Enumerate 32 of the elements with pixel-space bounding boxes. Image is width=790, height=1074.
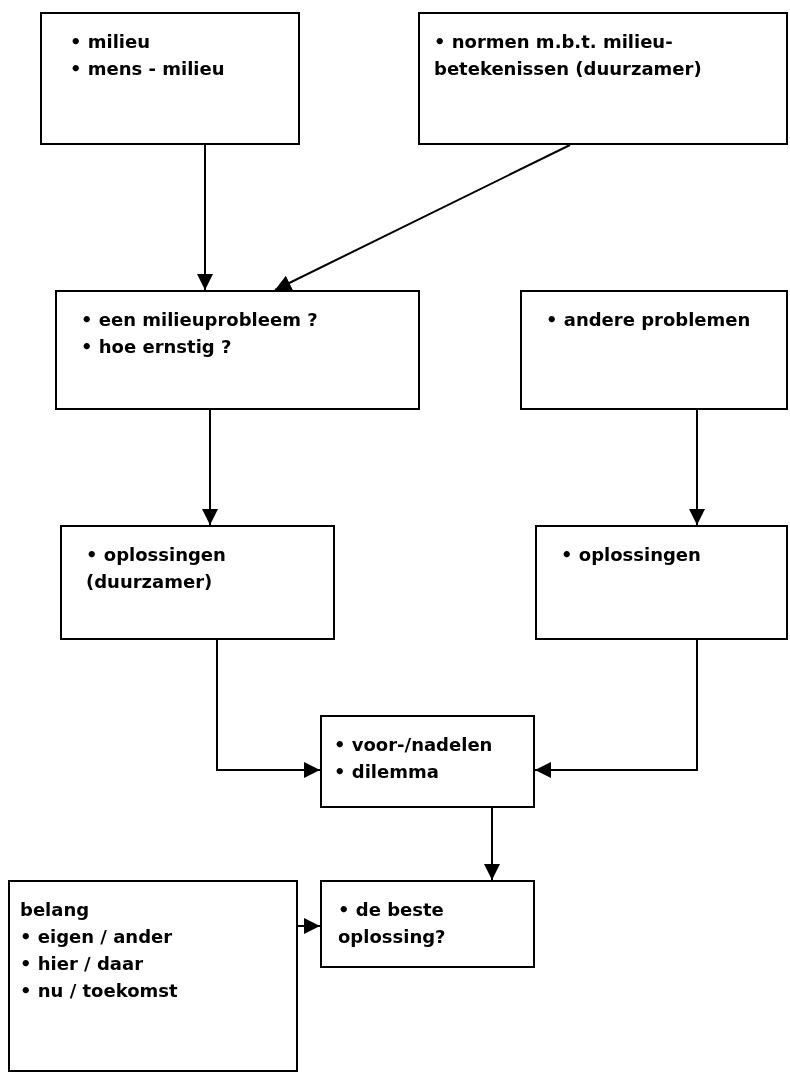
flow-box [60,525,335,640]
flow-box [320,715,535,808]
flow-box [418,12,788,145]
box-text: • normen m.b.t. milieu-betekenissen (duurzamer) [434,30,703,81]
box-text: • eigen / ander [20,925,174,949]
arrow [197,144,213,291]
box-text: • mens - milieu [70,57,226,81]
box-text: • oplossingen [561,543,702,567]
arrow [216,639,321,778]
flow-box [8,880,298,1072]
box-text: • voor-/nadelen [334,733,494,757]
flow-box [520,290,788,410]
arrow [297,918,321,934]
box-text: • oplossingen (duurzamer) [86,543,227,594]
arrow [689,409,705,526]
box-text: • andere problemen [546,308,752,332]
arrow [484,807,500,881]
flow-box [40,12,300,145]
box-text: • nu / toekomst [20,979,179,1003]
box-text: • milieu [70,30,152,54]
box-text: • de beste oplossing? [338,898,447,949]
arrow [202,409,218,526]
flow-box [320,880,535,968]
arrow [534,639,698,778]
box-text: • dilemma [334,760,440,784]
box-text: belang [20,898,91,922]
box-text: • hier / daar [20,952,144,976]
flow-box [535,525,788,640]
box-text: • hoe ernstig ? [81,335,233,359]
box-text: • een milieuprobleem ? [81,308,319,332]
arrow [274,144,571,291]
flow-box [55,290,420,410]
